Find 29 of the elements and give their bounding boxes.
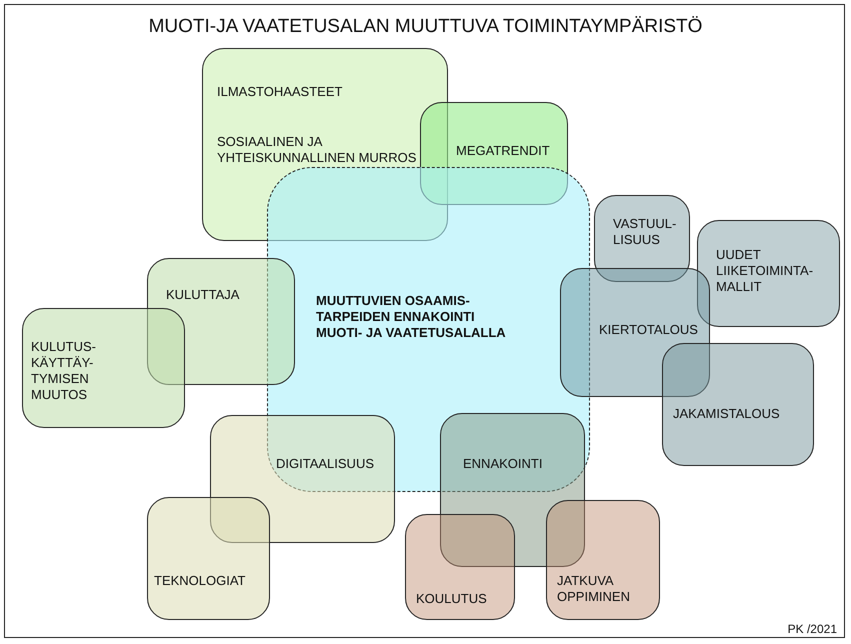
box-label: MEGATRENDIT [456, 143, 551, 159]
theme-box [22, 308, 185, 428]
box-label: KULUTUS- KÄYTTÄY- TYMISEN MUUTOS [31, 339, 98, 403]
box-label: SOSIAALINEN JA YHTEISKUNNALLINEN MURROS [217, 134, 417, 166]
box-label: UUDET LIIKETOIMINTA- MALLIT [716, 247, 814, 295]
box-label: JATKUVA OPPIMINEN [557, 573, 631, 605]
theme-box [546, 500, 660, 620]
theme-box [147, 258, 295, 385]
focus-area [267, 167, 590, 492]
author-note: PK /2021 [788, 622, 837, 636]
box-label: VASTUUL- LISUUS [613, 216, 678, 248]
box-label: MUUTTUVIEN OSAAMIS- TARPEIDEN ENNAKOINTI MUOTI- JA VAATETUSALALLA [316, 293, 507, 341]
box-label: TEKNOLOGIAT [154, 573, 246, 589]
box-label: KULUTTAJA [166, 287, 240, 303]
theme-box [210, 415, 395, 543]
title: MUOTI-JA VAATETUSALAN MUUTTUVA TOIMINTAYMPÄRISTÖ [148, 16, 704, 38]
box-heading: ILMASTOHAASTEET [217, 84, 344, 100]
box-label: KIERTOTALOUS [599, 322, 699, 338]
box-label: KOULUTUS [416, 591, 488, 607]
theme-box [405, 514, 515, 620]
box-label: DIGITAALISUUS [276, 456, 376, 472]
theme-box [697, 220, 840, 327]
theme-box [147, 497, 270, 620]
theme-box [560, 268, 710, 397]
box-label: JAKAMISTALOUS [673, 406, 781, 422]
theme-box [440, 413, 585, 567]
theme-box [202, 48, 448, 241]
box-label: ENNAKOINTI [463, 456, 544, 472]
theme-box [662, 343, 814, 466]
